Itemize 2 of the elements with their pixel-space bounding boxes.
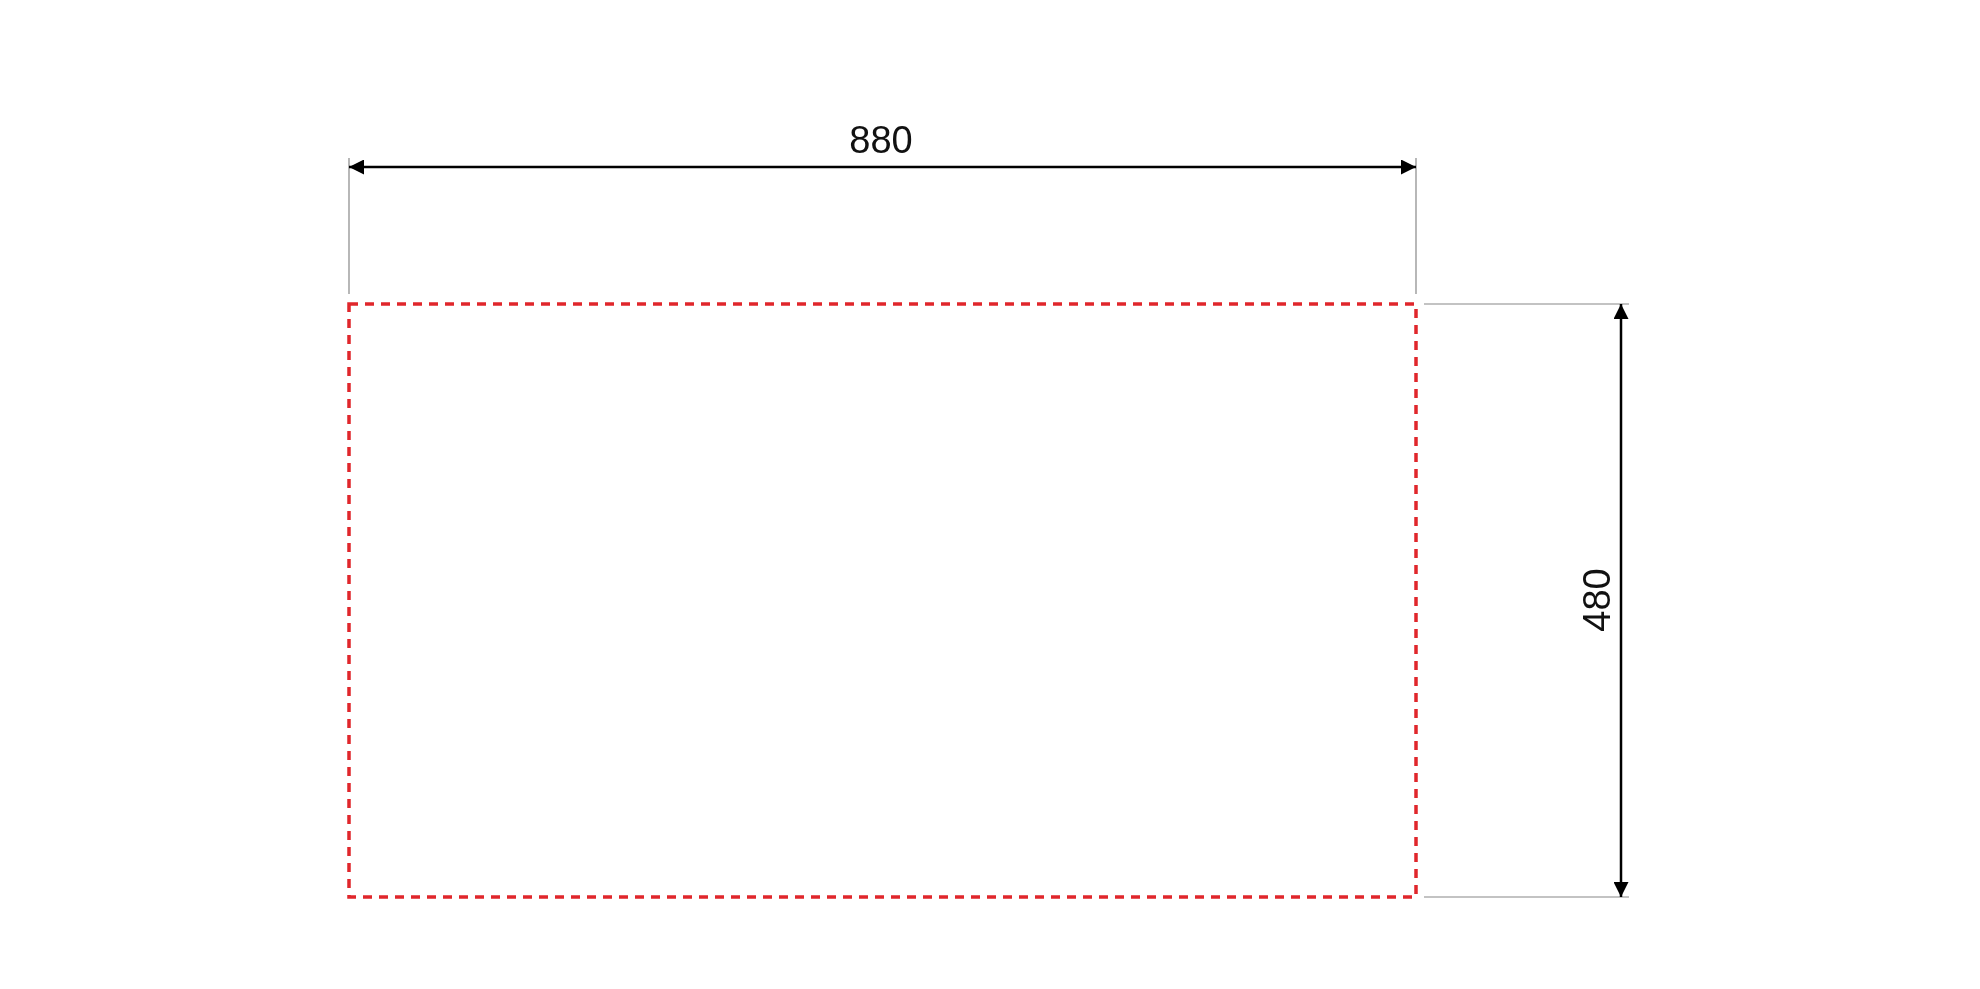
dimension-label: 480 <box>1578 568 1616 632</box>
dimension-label: 880 <box>849 121 913 159</box>
